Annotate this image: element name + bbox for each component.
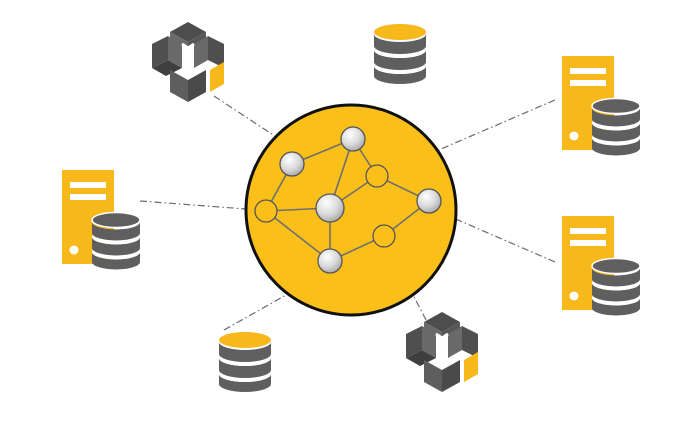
hub-node-gray [416, 188, 442, 214]
database-icon [374, 24, 426, 84]
server-database-icon [561, 215, 641, 317]
server-database-icon [61, 169, 141, 271]
block-cube-icon [150, 20, 226, 104]
hub-node-gray [315, 193, 345, 223]
hub-node-gray [340, 126, 366, 152]
hub-node-yellow [365, 164, 389, 188]
hub-edge [265, 210, 331, 262]
hub-node-yellow [254, 199, 278, 223]
hub-node-gray [317, 248, 343, 274]
connector-line [139, 200, 247, 210]
connector-line [443, 213, 556, 263]
hub-node-yellow [372, 224, 396, 248]
hub-node-gray [279, 151, 305, 177]
block-cube-icon [404, 310, 480, 394]
server-database-icon [561, 55, 641, 157]
database-icon [219, 332, 271, 392]
network-hub [244, 103, 458, 317]
